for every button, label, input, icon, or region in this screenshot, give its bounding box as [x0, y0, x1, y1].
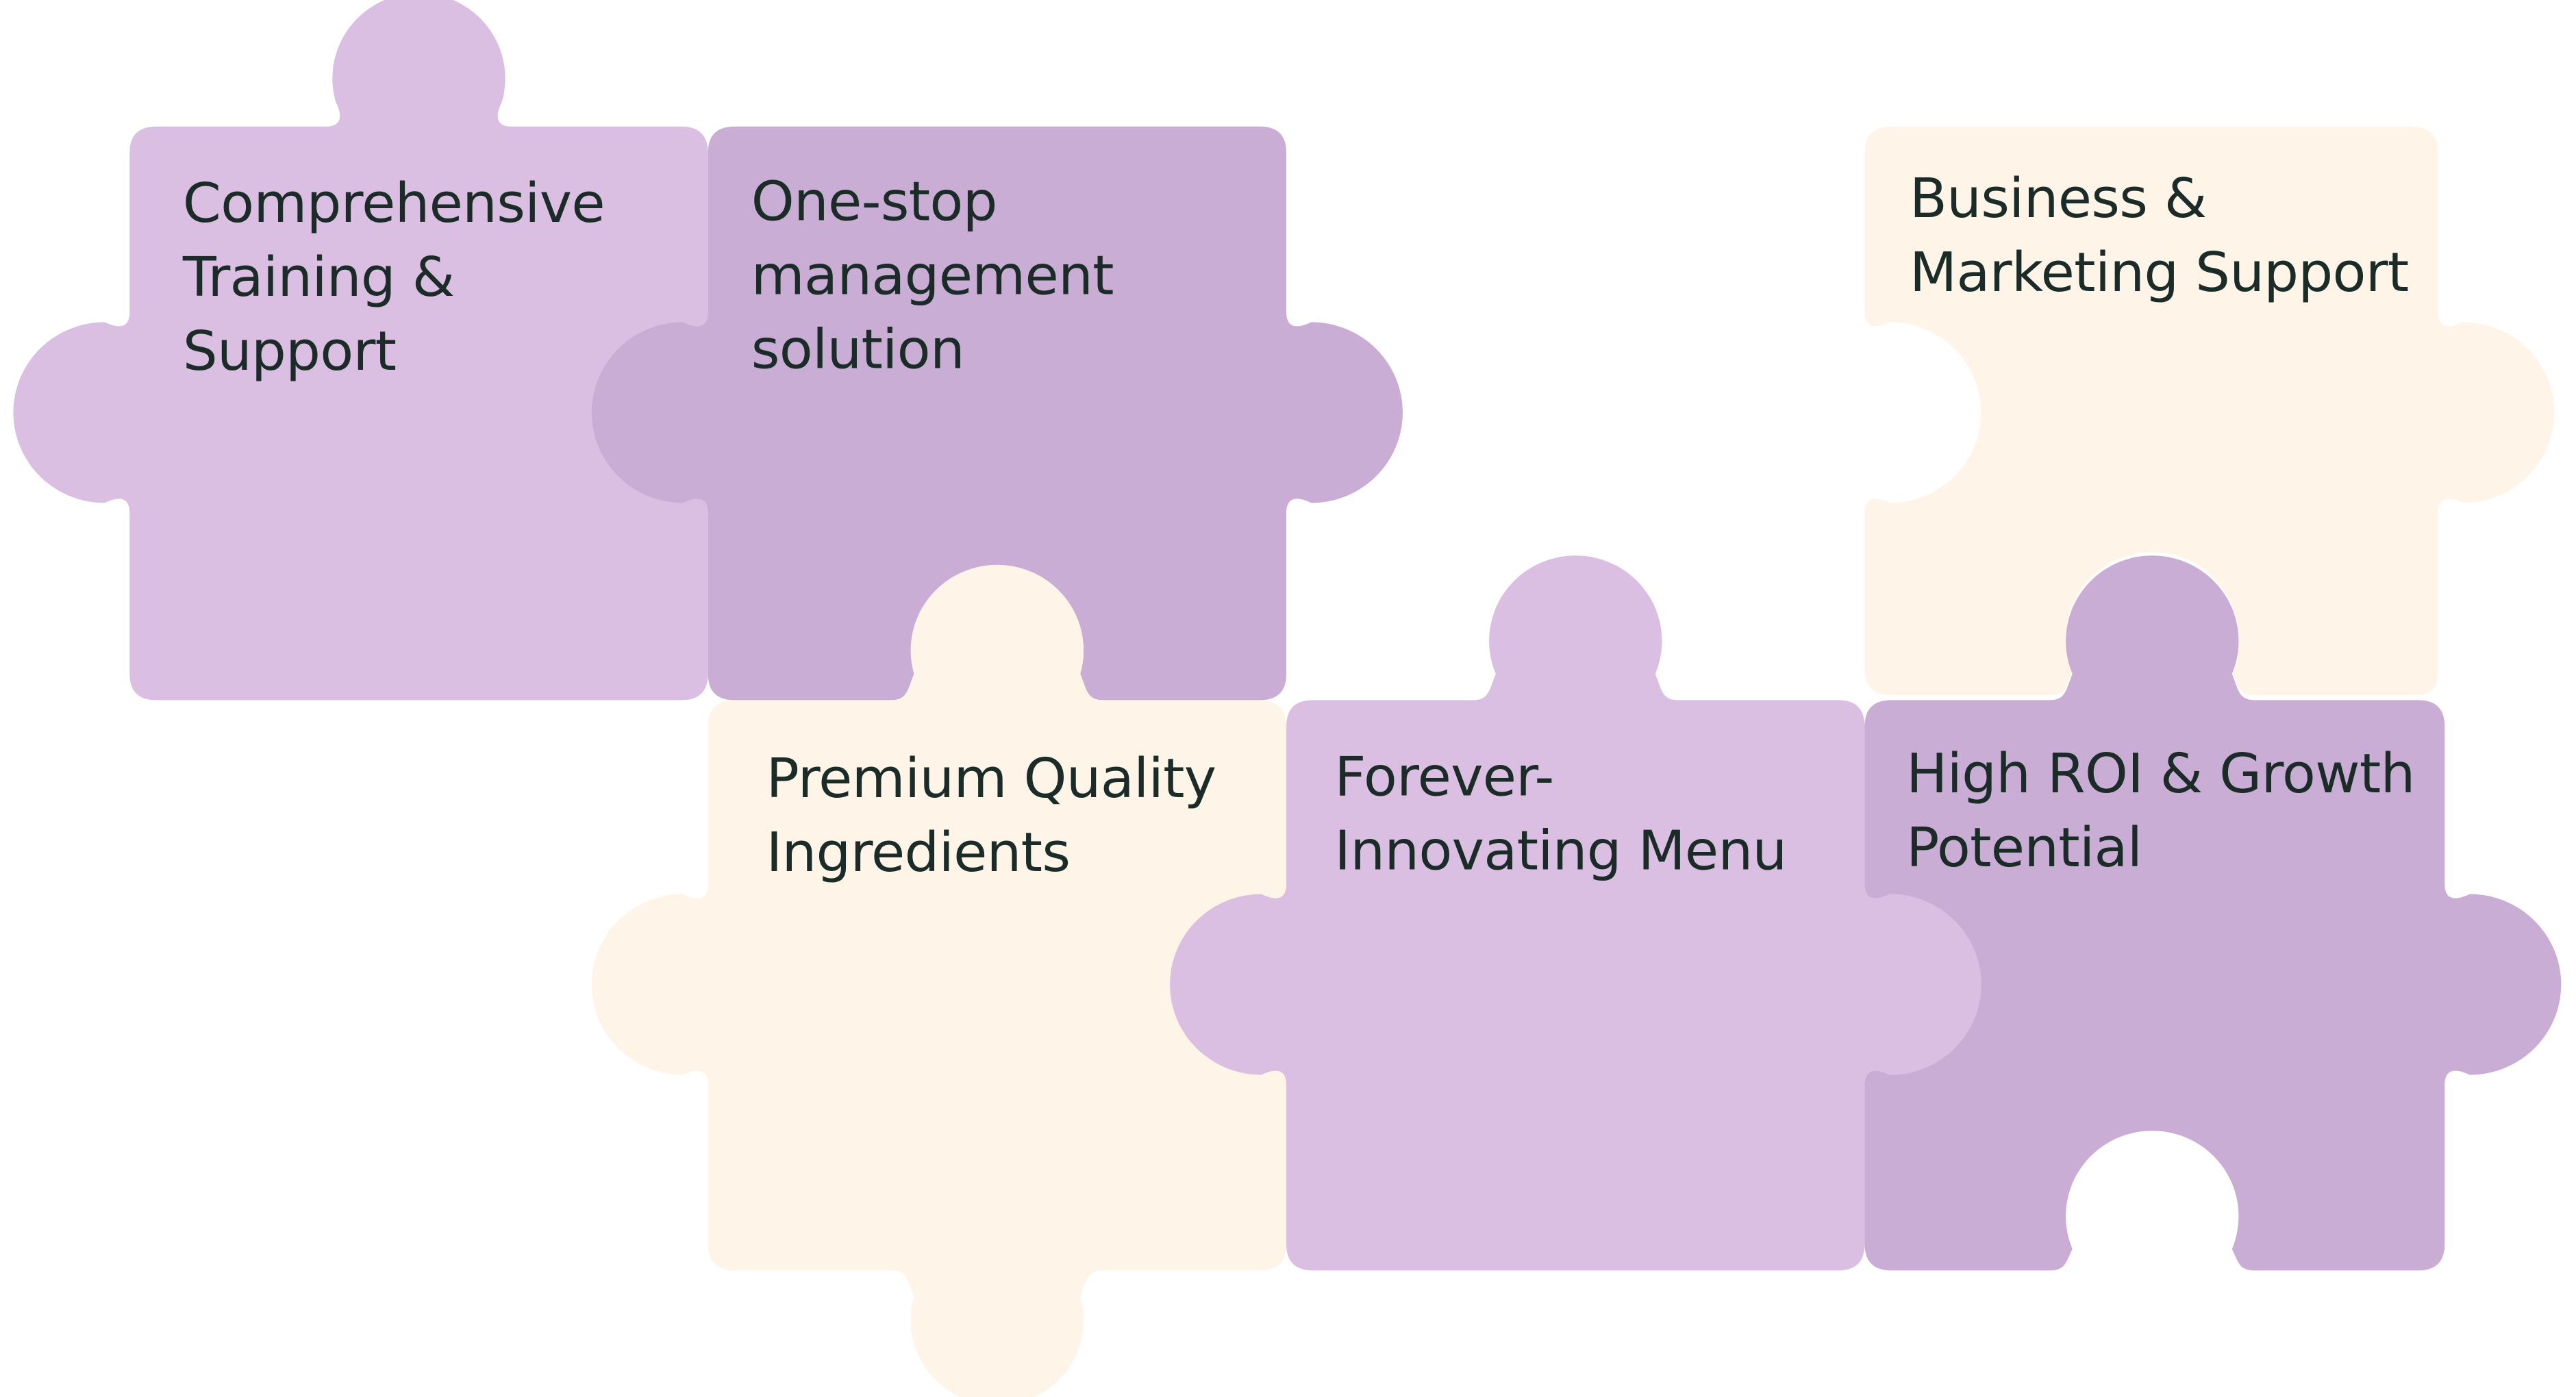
piece-label-training-support: Comprehensive Training & Support: [182, 171, 622, 382]
piece-label-premium-ingredients: Premium Quality Ingredients: [766, 746, 1234, 883]
piece-label-management-solution: One-stop management solution: [751, 170, 1131, 381]
piece-label-innovating-menu: Forever- Innovating Menu: [1334, 745, 1786, 882]
puzzle-piece-business-marketing: Business & Marketing Support: [1864, 126, 2555, 696]
puzzle-piece-innovating-menu: Forever- Innovating Menu: [1170, 555, 1981, 1271]
puzzle-piece-premium-ingredients: Premium Quality Ingredients: [591, 564, 1287, 1397]
puzzle-piece-roi-growth: High ROI & Growth Potential: [1864, 555, 2562, 1271]
puzzle-piece-business-marketing-shape: [1864, 126, 2555, 696]
puzzle-piece-training-support-shape: [13, 0, 708, 701]
puzzle-piece-management-solution-shape: [591, 126, 1403, 701]
piece-label-roi-growth: High ROI & Growth Potential: [1906, 742, 2431, 879]
puzzle-piece-management-solution: One-stop management solution: [591, 126, 1403, 701]
puzzle-piece-training-support: Comprehensive Training & Support: [13, 0, 708, 701]
piece-label-business-marketing: Business & Marketing Support: [1910, 166, 2409, 303]
puzzle-piece-premium-ingredients-shape: [591, 564, 1287, 1397]
puzzle-piece-innovating-menu-shape: [1170, 555, 1981, 1271]
puzzle-piece-roi-growth-shape: [1864, 555, 2562, 1271]
